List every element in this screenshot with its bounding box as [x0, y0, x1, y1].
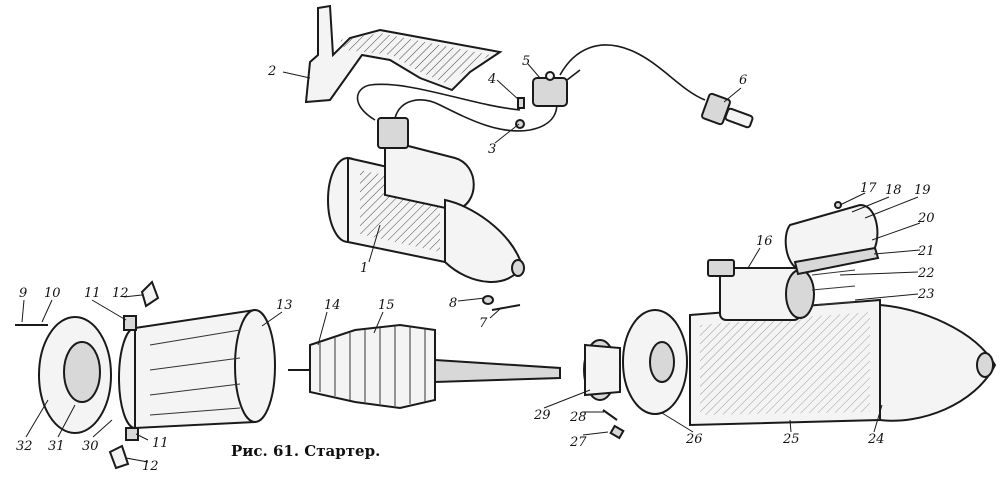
label-7: 7	[479, 316, 488, 331]
bolt-and-washer	[482, 295, 521, 311]
label-23: 23	[917, 287, 935, 302]
label-12-top: 12	[112, 286, 129, 301]
label-12-bottom: 12	[142, 459, 159, 474]
wiring	[356, 44, 706, 132]
label-21: 21	[917, 244, 935, 259]
label-32: 32	[16, 439, 33, 454]
screws	[515, 97, 525, 129]
label-3: 3	[488, 142, 496, 157]
label-18: 18	[885, 183, 902, 198]
label-27: 27	[569, 435, 587, 450]
label-28: 28	[569, 410, 587, 425]
label-16: 16	[756, 234, 773, 249]
label-8: 8	[449, 296, 457, 311]
label-20: 20	[917, 211, 935, 226]
label-9: 9	[19, 286, 27, 301]
drive-housing	[622, 309, 688, 415]
label-24: 24	[867, 432, 885, 447]
label-29: 29	[533, 408, 551, 423]
armature	[288, 323, 561, 410]
end-cover	[15, 316, 112, 434]
small-fasteners	[602, 409, 625, 440]
label-4: 4	[487, 72, 496, 87]
leader-lines	[21, 63, 921, 463]
label-22: 22	[917, 266, 935, 281]
solenoid-cover	[784, 201, 880, 276]
label-13: 13	[276, 298, 293, 313]
label-2: 2	[267, 64, 276, 79]
relay	[532, 69, 581, 107]
solenoid	[707, 259, 856, 321]
label-17: 17	[860, 181, 877, 196]
starter-assembled	[327, 117, 525, 283]
label-15: 15	[378, 298, 395, 313]
starter-body	[689, 298, 997, 427]
label-6: 6	[739, 73, 747, 88]
brushes	[108, 280, 160, 470]
label-1: 1	[360, 261, 368, 276]
label-10: 10	[44, 286, 61, 301]
drive-pinion	[583, 339, 621, 401]
label-25: 25	[782, 432, 800, 447]
label-5: 5	[522, 54, 530, 69]
ignition-switch	[701, 92, 754, 129]
label-14: 14	[324, 298, 341, 313]
figure-caption: Рис. 61. Стартер.	[231, 442, 380, 460]
callout-labels: 1 2 3 4 5 6 7 8 9 10 11 11 12 12 13 14 1…	[16, 54, 935, 474]
label-30: 30	[82, 439, 99, 454]
label-31: 31	[48, 439, 65, 454]
mounting-bracket	[304, 4, 503, 104]
label-11-top: 11	[84, 286, 101, 301]
label-11-bottom: 11	[152, 436, 169, 451]
label-19: 19	[914, 183, 931, 198]
field-housing	[118, 308, 276, 430]
label-26: 26	[685, 432, 703, 447]
